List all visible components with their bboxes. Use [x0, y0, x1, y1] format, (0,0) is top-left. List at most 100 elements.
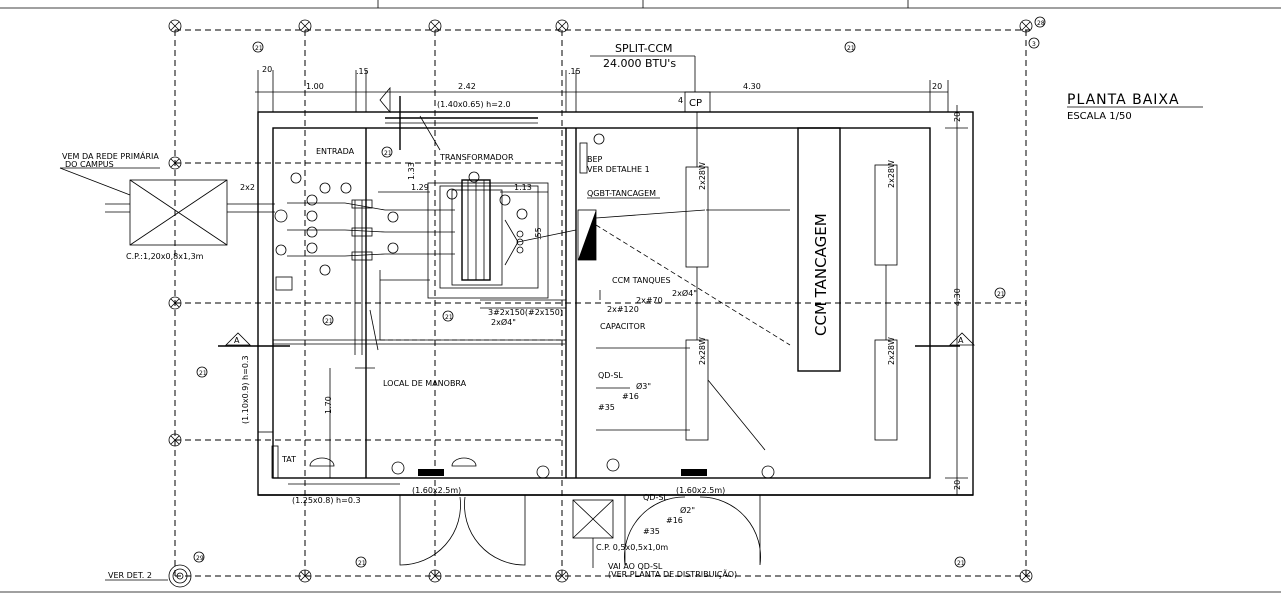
building-walls [257, 111, 974, 496]
room-tat: TAT [281, 455, 296, 464]
marker-29: 29 [196, 555, 204, 562]
door-label-1: (1.60x2.5m) [412, 486, 461, 495]
grid-bubble [168, 296, 182, 310]
marker-21-e: 21 [358, 560, 366, 567]
room-local-manobra: LOCAL DE MANOBRA [383, 379, 467, 388]
note-capacitor: CAPACITOR [600, 322, 646, 331]
dim-55: .55 [534, 227, 543, 240]
marker-21-a: 21 [255, 45, 263, 52]
note-rede: VEM DA REDE PRIMÁRIA [62, 150, 159, 161]
note-window2: (1.10x0.9) h=0.3 [241, 355, 250, 424]
note-cable7: #16 [622, 392, 639, 401]
note-cable2: 2xØ4" [491, 317, 516, 327]
marker-21-f: 21 [957, 560, 965, 567]
note-bep2: VER DETALHE 1 [587, 165, 650, 174]
marker-21-h: 21 [325, 318, 333, 325]
section-marker-left [218, 332, 290, 347]
grid-bubble [428, 569, 442, 583]
note-2x2: 2x2 [240, 183, 255, 192]
marker-21-i: 21 [445, 314, 453, 321]
split-capacity: 24.000 BTU's [603, 57, 676, 70]
grid-bubble [555, 19, 569, 33]
note-cable9: Ø2" [680, 505, 695, 515]
grid-bubble [555, 569, 569, 583]
grid-bubble [168, 19, 182, 33]
doors [258, 431, 761, 566]
section-marker-top [379, 86, 391, 114]
marker-21-b: 21 [847, 45, 855, 52]
note-cable8: #35 [598, 403, 615, 412]
dim-20a: 20 [262, 65, 272, 74]
lum-label-1: 2x28W [698, 162, 707, 190]
grid-bubble [428, 19, 442, 33]
note-cable1: 3#2x150(#2x150) [488, 308, 563, 317]
dimension-lines [255, 70, 968, 496]
ref-marker-28 [1034, 16, 1046, 28]
dim-15b: .15 [568, 67, 581, 76]
lum-label-2: 2x28W [698, 337, 707, 365]
dim-129: 1.29 [411, 183, 429, 192]
dim-133: 1.33 [407, 162, 416, 180]
grid-bubble [168, 156, 182, 170]
marker-3: 3 [1032, 41, 1036, 48]
dim-15a: .15 [356, 67, 369, 76]
dim-430v: 4.30 [953, 288, 962, 306]
distribution-box [572, 499, 614, 568]
note-window1: (1.40x0.65) h=2.0 [437, 100, 511, 109]
note-ver-det: VER DET. 2 [108, 571, 152, 580]
grid-bubble [1019, 569, 1033, 583]
grid-bubbles [168, 19, 1033, 588]
split-tag: CP [689, 98, 702, 109]
grid-bubble [1019, 19, 1033, 33]
room-entrada: ENTRADA [316, 147, 355, 156]
section-label-right: A [958, 336, 964, 345]
dim-170: 1.70 [324, 396, 333, 414]
dim-20r1: 20 [953, 112, 962, 122]
marker-21-d: 21 [199, 370, 207, 377]
section-label-left: A [234, 336, 240, 345]
grid-lines [174, 29, 1030, 577]
ccm-tancagem-panel [797, 127, 841, 372]
marker-28: 28 [1037, 20, 1045, 27]
note-bep1: BEP [587, 155, 603, 164]
incoming-network [59, 167, 275, 246]
grid-bubble [298, 19, 312, 33]
note-vai2: (VER PLANTA DE DISTRIBUIÇÃO) [608, 569, 737, 579]
note-ccm-tanques: CCM TANQUES [612, 276, 671, 285]
note-cp2: C.P. 0,5x0,5x1,0m [596, 543, 668, 552]
dim-430: 4.30 [743, 82, 761, 91]
note-cable11: #35 [643, 527, 660, 536]
plan-scale: ESCALA 1/50 [1067, 111, 1132, 122]
dim-100: 1.00 [306, 82, 324, 91]
grid-bubble [168, 433, 182, 447]
floor-equipment [288, 457, 775, 485]
marker-21-g: 21 [384, 150, 392, 157]
qgbt-panel [577, 133, 791, 346]
transformer-symbol [446, 171, 577, 286]
entry-switchgear [274, 172, 455, 355]
grounding-electrode-symbol [168, 564, 192, 588]
cable-routing [369, 96, 566, 351]
dim-242: 2.42 [458, 82, 476, 91]
ref-markers-21 [196, 41, 1006, 568]
note-rede2: DO CAMPUS [65, 160, 114, 169]
split-tag-num: 4 [678, 96, 683, 105]
ref-marker-29 [193, 551, 205, 563]
section-marker-right [915, 332, 975, 347]
note-window3: (1.25x0.8) h=0.3 [292, 496, 361, 505]
lum-label-3: 2x28W [887, 160, 896, 188]
marker-21-c: 21 [997, 291, 1005, 298]
lighting-fixtures [685, 112, 898, 451]
note-qgbt: QGBT-TANCAGEM [587, 189, 656, 198]
ccm-tancagem-label: CCM TANCAGEM [812, 213, 830, 336]
ref-marker-3 [1028, 37, 1040, 49]
note-cable4: 2x#70 [636, 296, 663, 305]
note-cable10: #16 [666, 516, 683, 525]
note-vai1: VAI AO QD-SL [608, 562, 663, 571]
note-cp1: C.P.:1,20x0,8x1,3m [126, 252, 204, 261]
circuit-ticks [596, 209, 790, 431]
door-label-2: (1.60x2.5m) [676, 486, 725, 495]
note-qd-sl: QD-SL [598, 371, 623, 380]
